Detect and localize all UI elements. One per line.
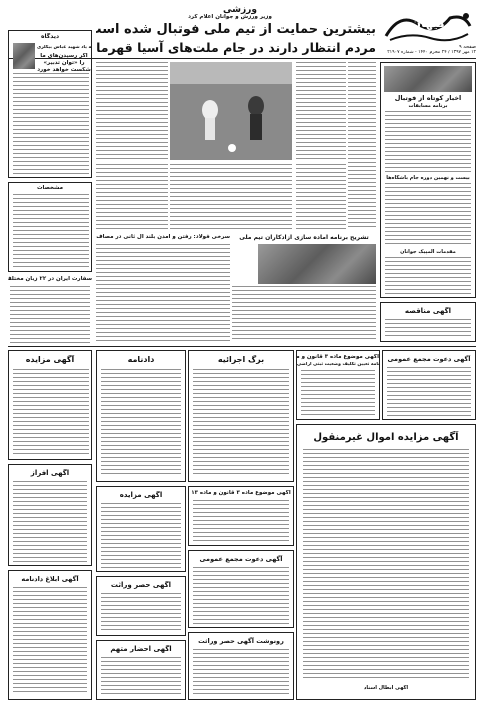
- left-auction-text: [13, 369, 89, 455]
- masthead-rule: [8, 58, 476, 59]
- sports-briefs-box: اخبار کوتاه از فوتبال برنامه مسابقات بیس…: [380, 62, 476, 298]
- notice-verdict-delivery-title: آگهی ابلاغ دادنامه: [21, 575, 79, 583]
- notice-inheritance-copy-title: رونوشت آگهی حصر وراثت: [198, 637, 284, 645]
- notice-auction-small-title: آگهی مزایده: [119, 491, 163, 499]
- notice-land-text: [301, 370, 375, 416]
- page-label: صفحه ۹: [459, 44, 476, 50]
- notice-auction-small-text: [101, 503, 181, 569]
- notice-partition: آگهی افراز: [8, 464, 92, 566]
- notice-partition-title: آگهی افراز: [30, 469, 70, 477]
- opinion-box: دیدگاه به یاد شهید عباس بیگلری اگر رسیدن…: [8, 30, 92, 178]
- lead-body-3: [96, 164, 168, 230]
- left-second-text: [10, 286, 90, 346]
- notice-tender: آگهی مناقصه: [380, 302, 476, 342]
- briefs-text-2: [385, 183, 471, 247]
- middle-text-right: [232, 286, 376, 342]
- specs-title: مشخصات: [37, 185, 63, 191]
- notice-verdict-text: [101, 369, 181, 477]
- notice-general-meeting-2-title: آگهی دعوت مجمع عمومی: [199, 555, 283, 563]
- masthead: کیهان صفحه ۹: [380, 6, 476, 56]
- briefs-photo: [384, 66, 472, 92]
- left-auction-title: آگهی مزایده: [25, 355, 75, 364]
- notice-inheritance-title: آگهی حصر وراثت: [110, 581, 172, 589]
- notice-inheritance-copy: رونوشت آگهی حصر وراثت: [188, 632, 294, 700]
- briefs-text-1: [385, 111, 471, 173]
- opinion-byline: به یاد شهید عباس بیگلری: [37, 45, 91, 50]
- notice-executive-title: برگ اجرائیه: [217, 355, 265, 364]
- notice-tender-text: [385, 319, 471, 339]
- middle-text-left: [96, 244, 230, 342]
- briefs-subtitle-3: مقدمات المپیک جوانان: [400, 249, 456, 255]
- notice-auction-large: آگهی مزایده اموال غیرمنقول آگهی ابطال اس…: [296, 424, 476, 700]
- lead-text-right: [348, 62, 376, 228]
- notice-verdict: دادنامه: [96, 350, 186, 482]
- opinion-column-title: دیدگاه: [40, 33, 60, 40]
- notice-auction-small: آگهی مزایده: [96, 486, 186, 572]
- lead-photo: [170, 62, 292, 160]
- lead-body-1: [296, 164, 346, 230]
- kayhan-logo: [384, 13, 472, 42]
- notice-executive-text: [193, 369, 289, 477]
- lead-kicker: وزیر ورزش و جوانان اعلام کرد: [188, 14, 272, 20]
- date-line: ۱۲ مهر ۱۳۹۷ / ۲۴ محرم ۱۴۴۰ - شماره ۲۱۹۰۷: [387, 50, 476, 55]
- notice-land-title: آگهی موضوع ماده ۳ قانون و ماده ۱۳: [297, 354, 379, 360]
- notice-partition-text: [13, 481, 87, 563]
- notice-land-2-text: [193, 500, 289, 542]
- notice-general-meeting-2-text: [193, 567, 289, 625]
- notice-summon: آگهی احضار متهم: [96, 640, 186, 700]
- notice-land-sub: آیین‌نامه تعیین تکلیف وضعیت ثبتی اراضی: [297, 362, 379, 367]
- notice-general-meeting-2: آگهی دعوت مجمع عمومی: [188, 550, 294, 628]
- lead-headline-1: بیشترین حمایت از تیم ملی فوتبال شده است: [96, 22, 376, 37]
- briefs-text-3: [385, 257, 471, 295]
- specs-box: مشخصات: [8, 182, 92, 272]
- opinion-headline: اگر رسیدن‌های ما را «توان تدبیر» شکست خو…: [37, 53, 91, 73]
- left-auction-notice: آگهی مزایده: [8, 350, 92, 460]
- notice-inheritance: آگهی حصر وراثت: [96, 576, 186, 636]
- notice-verdict-title: دادنامه: [127, 355, 155, 364]
- notice-general-meeting-title: آگهی دعوت مجمع عمومی: [387, 355, 471, 363]
- briefs-subtitle-2: بیست و نهمین دوره جام باشگاه‌ها: [386, 175, 470, 181]
- notice-inheritance-copy-text: [193, 649, 289, 697]
- middle-headline-left: سرخی فولاد: رفتن و آمدن بلند آل ثانی در …: [96, 234, 230, 240]
- notice-summon-text: [101, 657, 181, 697]
- notice-land-registration: آگهی موضوع ماده ۳ قانون و ماده ۱۳ آیین‌ن…: [296, 350, 380, 420]
- section-name: ورزشی: [223, 5, 257, 15]
- specs-text: [13, 194, 89, 268]
- notice-auction-large-text: [303, 449, 469, 679]
- notice-tender-title: آگهی مناقصه: [404, 307, 452, 315]
- notice-general-meeting: آگهی دعوت مجمع عمومی: [382, 350, 476, 420]
- notice-inheritance-text: [101, 593, 181, 633]
- lead-text-left: [96, 62, 168, 162]
- notice-summon-title: آگهی احضار متهم: [110, 645, 172, 653]
- lead-headline-2: مردم انتظار دارند در جام ملت‌های آسیا قه…: [96, 40, 376, 55]
- author-photo: [13, 43, 35, 69]
- notices-rule: [8, 346, 476, 347]
- left-second-headline: سفارت ایران در ۲۲ زبان مختلف: [8, 276, 92, 282]
- lead-intro: [296, 62, 346, 162]
- notice-general-meeting-text: [387, 367, 471, 417]
- logo-text: کیهان: [410, 16, 446, 30]
- notice-verdict-delivery-text: [13, 587, 87, 695]
- notice-verdict-delivery: آگهی ابلاغ دادنامه: [8, 570, 92, 700]
- notice-land-2-title: آگهی موضوع ماده ۳ قانون و ماده ۱۳: [191, 490, 291, 496]
- notice-land-registration-2: آگهی موضوع ماده ۳ قانون و ماده ۱۳: [188, 486, 294, 546]
- middle-photo-right: [258, 244, 376, 284]
- briefs-title: اخبار کوتاه از فوتبال: [394, 94, 462, 102]
- notice-auction-large-title: آگهی مزایده اموال غیرمنقول: [313, 432, 459, 443]
- opinion-text: [13, 73, 89, 175]
- football-players-image: [170, 62, 292, 160]
- notice-executive-order: برگ اجرائیه: [188, 350, 294, 482]
- notice-auction-large-footer: آگهی ابطال اسناد: [363, 685, 409, 691]
- lead-body-2: [170, 164, 292, 230]
- briefs-subtitle-1: برنامه مسابقات: [408, 103, 448, 109]
- middle-headline-right: تشریح برنامه آماده سازی آزادکاران تیم مل…: [239, 234, 369, 241]
